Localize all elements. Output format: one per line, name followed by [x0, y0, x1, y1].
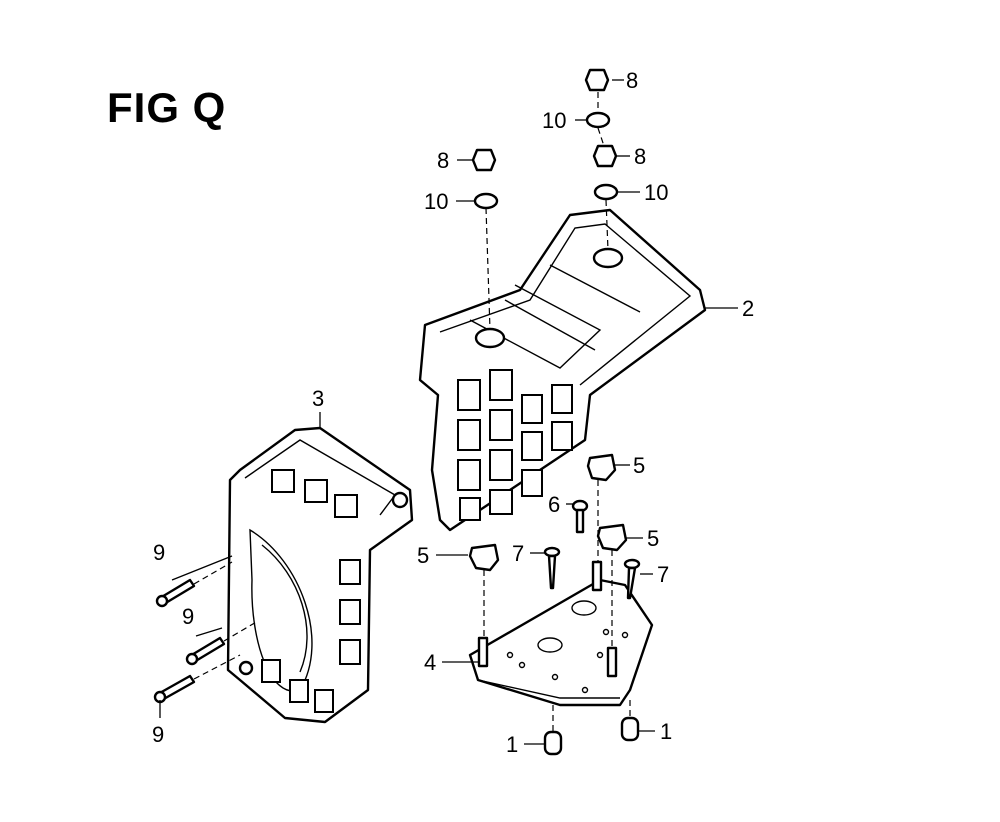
callout-3: 3 [312, 386, 324, 411]
part-10-washer-b[interactable] [473, 192, 499, 210]
part-5-mount-a[interactable] [468, 543, 500, 572]
callout-8: 8 [634, 144, 646, 169]
leader-lines [159, 79, 738, 745]
callout-7: 7 [512, 541, 524, 566]
callout-5: 5 [633, 453, 645, 478]
callout-1: 1 [660, 719, 672, 744]
callout-9: 9 [152, 722, 164, 747]
part-3-side-plate[interactable] [226, 426, 414, 724]
part-1-nut-a[interactable] [543, 730, 563, 756]
part-8-nut-c[interactable] [592, 144, 618, 168]
callout-9: 9 [153, 540, 165, 565]
part-5-mount-b[interactable] [586, 453, 617, 482]
part-9-bolt-b[interactable] [185, 636, 226, 666]
callout-7: 7 [657, 562, 669, 587]
part-5-mount-c[interactable] [596, 523, 628, 552]
assembly-axes [193, 92, 631, 732]
part-6-bolt[interactable] [571, 499, 589, 534]
figure-title: FIG Q [107, 84, 227, 131]
callout-labels: 8 10 8 10 8 10 2 3 5 6 5 5 7 7 4 1 1 9 9… [152, 68, 754, 757]
part-2-mount-bracket[interactable] [418, 208, 707, 532]
callout-5: 5 [417, 543, 429, 568]
callout-10: 10 [424, 189, 448, 214]
part-7-screw-b[interactable] [623, 558, 641, 600]
callout-5: 5 [647, 526, 659, 551]
part-4-base-plate[interactable] [468, 560, 654, 707]
part-9-bolt-c[interactable] [153, 674, 196, 704]
callout-2: 2 [742, 296, 754, 321]
part-8-nut-b[interactable] [471, 148, 497, 172]
callout-8: 8 [437, 148, 449, 173]
callout-10: 10 [542, 108, 566, 133]
part-10-washer-c[interactable] [593, 183, 619, 201]
callout-9: 9 [182, 604, 194, 629]
part-8-nut-a[interactable] [584, 68, 610, 92]
callout-1: 1 [506, 732, 518, 757]
part-1-nut-b[interactable] [620, 716, 640, 742]
part-9-bolt-a[interactable] [155, 578, 196, 608]
callout-10: 10 [644, 180, 668, 205]
part-7-screw-a[interactable] [543, 546, 561, 590]
callout-8: 8 [626, 68, 638, 93]
part-10-washer-a[interactable] [585, 111, 611, 129]
callout-4: 4 [424, 650, 436, 675]
callout-6: 6 [548, 492, 560, 517]
